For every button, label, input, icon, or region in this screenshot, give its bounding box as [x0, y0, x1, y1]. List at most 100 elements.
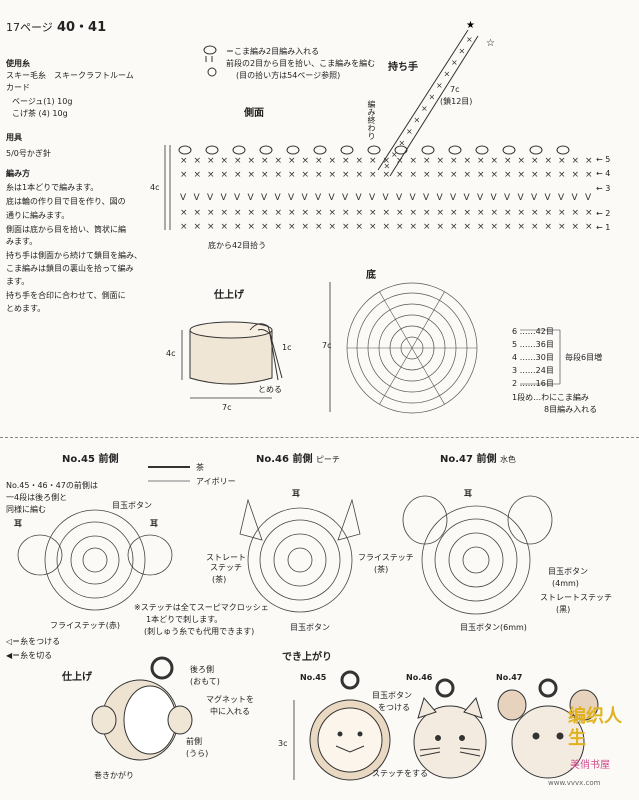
ear-label-47: 耳 — [464, 489, 472, 498]
increase-stitch-symbol — [340, 145, 354, 155]
bottom-row-lines — [520, 329, 561, 385]
finish-label: 仕上げ — [214, 290, 244, 301]
stitch-symbol: V — [180, 193, 187, 203]
side-chart — [164, 145, 171, 230]
stitch-note-1: ※ステッチは全てスーピマクロッシェ — [134, 603, 269, 612]
stitch-symbol: × — [221, 208, 229, 218]
side-height: 4c — [150, 183, 160, 192]
stitch-symbol: × — [207, 208, 215, 218]
handle-end: 編み終わり — [367, 100, 376, 140]
stitch-symbol: × — [342, 208, 350, 218]
legend-brown: 茶 — [196, 463, 204, 472]
stitch-symbol: × — [423, 222, 431, 232]
stitch-symbol: × — [410, 156, 418, 166]
done-no46: No.46 — [406, 673, 433, 682]
stitch-symbol: × — [504, 156, 512, 166]
stitch-symbol: × — [423, 208, 431, 218]
stitch-symbol: × — [464, 222, 472, 232]
side-label: 側面 — [244, 108, 264, 119]
stitch-symbol: V — [342, 193, 349, 203]
straight-46: ストレート — [206, 553, 246, 562]
stitch-symbol: × — [491, 156, 499, 166]
stitch-symbol: × — [423, 156, 431, 166]
stitch-symbol: × — [275, 222, 283, 232]
stitch-symbol: × — [234, 208, 242, 218]
stitch-note-3: (刺しゅう糸でも代用できます) — [144, 627, 255, 636]
stitch-symbol: × — [329, 156, 337, 166]
bottom-spoke — [379, 347, 413, 405]
stitch-symbol: V — [477, 193, 484, 203]
header-prefix: 17ページ — [6, 21, 53, 34]
stitch-symbol: × — [302, 208, 310, 218]
note-left-2: 一4段は後ろ側と — [6, 493, 68, 502]
row1-note-2: 8目編み入れる — [544, 405, 598, 414]
increase-stitch-symbol — [178, 145, 192, 155]
stitch-symbol: × — [261, 156, 269, 166]
stitch-symbol: × — [437, 170, 445, 180]
yarn-value: スキー毛糸 スキークラフトルーム — [6, 71, 134, 80]
stitch-symbol: × — [302, 156, 310, 166]
eye-6mm: 目玉ボタン(6mm) — [460, 623, 527, 632]
stitch-symbol: × — [504, 222, 512, 232]
stitch-symbol: × — [207, 170, 215, 180]
color-2: こげ茶 (4) 10g — [12, 109, 68, 118]
increase-stitch-symbol — [475, 145, 489, 155]
stitch-symbol: V — [275, 193, 282, 203]
stitch-symbol: V — [261, 193, 268, 203]
handle-stitch: × — [421, 104, 428, 113]
note-left-3: 同様に編む — [6, 505, 46, 514]
no46-face — [239, 498, 361, 613]
attach-eye: 目玉ボタン — [372, 691, 412, 700]
note-left: No.45・46・47の前側は — [6, 481, 98, 490]
bottom-spoke — [379, 291, 413, 349]
stitch-symbol: V — [531, 193, 538, 203]
pickup-note: 底から42目拾う — [208, 241, 267, 250]
stitch-symbol: × — [356, 156, 364, 166]
step-line: ます。 — [6, 277, 30, 286]
magnet: マグネットを — [206, 695, 254, 704]
row-num: 6 — [512, 327, 518, 336]
front-back: 前側 — [186, 737, 202, 746]
stitch-symbol: × — [221, 156, 229, 166]
step-line: 底は輪の作り目で目を作り、図の — [6, 197, 126, 206]
stitch-symbol: × — [261, 222, 269, 232]
black-47: (黒) — [556, 605, 571, 614]
stitch-symbol: × — [396, 156, 404, 166]
stitch-symbol: × — [383, 156, 391, 166]
increase-stitch-symbol — [421, 145, 435, 155]
stitch-symbol: × — [207, 156, 215, 166]
stitch-symbol: × — [302, 170, 310, 180]
stitch-symbol: × — [302, 222, 310, 232]
stitch-symbol: × — [329, 222, 337, 232]
no46-label: No.46 — [256, 454, 289, 465]
finish-bag-sketch — [189, 321, 283, 385]
stitch-symbol: × — [545, 208, 553, 218]
brown-46: (茶) — [212, 575, 227, 584]
stitch-symbol: × — [383, 170, 391, 180]
eye-button-45: 目玉ボタン — [112, 501, 152, 510]
handle-stitch: × — [429, 93, 436, 102]
step-line: 持ち手を合印に合わせて、側面に — [6, 291, 126, 300]
stitch-symbol: V — [423, 193, 430, 203]
card-label: カード — [6, 83, 30, 92]
section-divider — [0, 437, 639, 438]
stitch-symbol: × — [545, 222, 553, 232]
stitch-symbol: V — [315, 193, 322, 203]
stitch-symbol: V — [356, 193, 363, 203]
stitch-symbol: V — [248, 193, 255, 203]
legend-attach-text: ＝糸をつける — [12, 637, 61, 646]
handle-stitch: × — [466, 35, 473, 44]
stitch-symbol: × — [504, 208, 512, 218]
side-stitch-rows: ××××××××××××××××××××××××××××××××××××××××… — [178, 145, 593, 232]
watermark: 编织人生 — [568, 706, 622, 749]
done-no45: No.45 — [300, 673, 327, 682]
stitch-symbol: × — [194, 222, 202, 232]
legend-cut: ◀＝糸を切る — [6, 651, 53, 660]
stitch-symbol: × — [369, 222, 377, 232]
no47-label: No.47 — [440, 454, 473, 465]
stitch-symbol: × — [194, 208, 202, 218]
stitch-symbol: × — [585, 222, 593, 232]
stitch-symbol: × — [342, 222, 350, 232]
attach-eye-2: をつける — [378, 703, 410, 712]
handle-stitch: × — [444, 70, 451, 79]
